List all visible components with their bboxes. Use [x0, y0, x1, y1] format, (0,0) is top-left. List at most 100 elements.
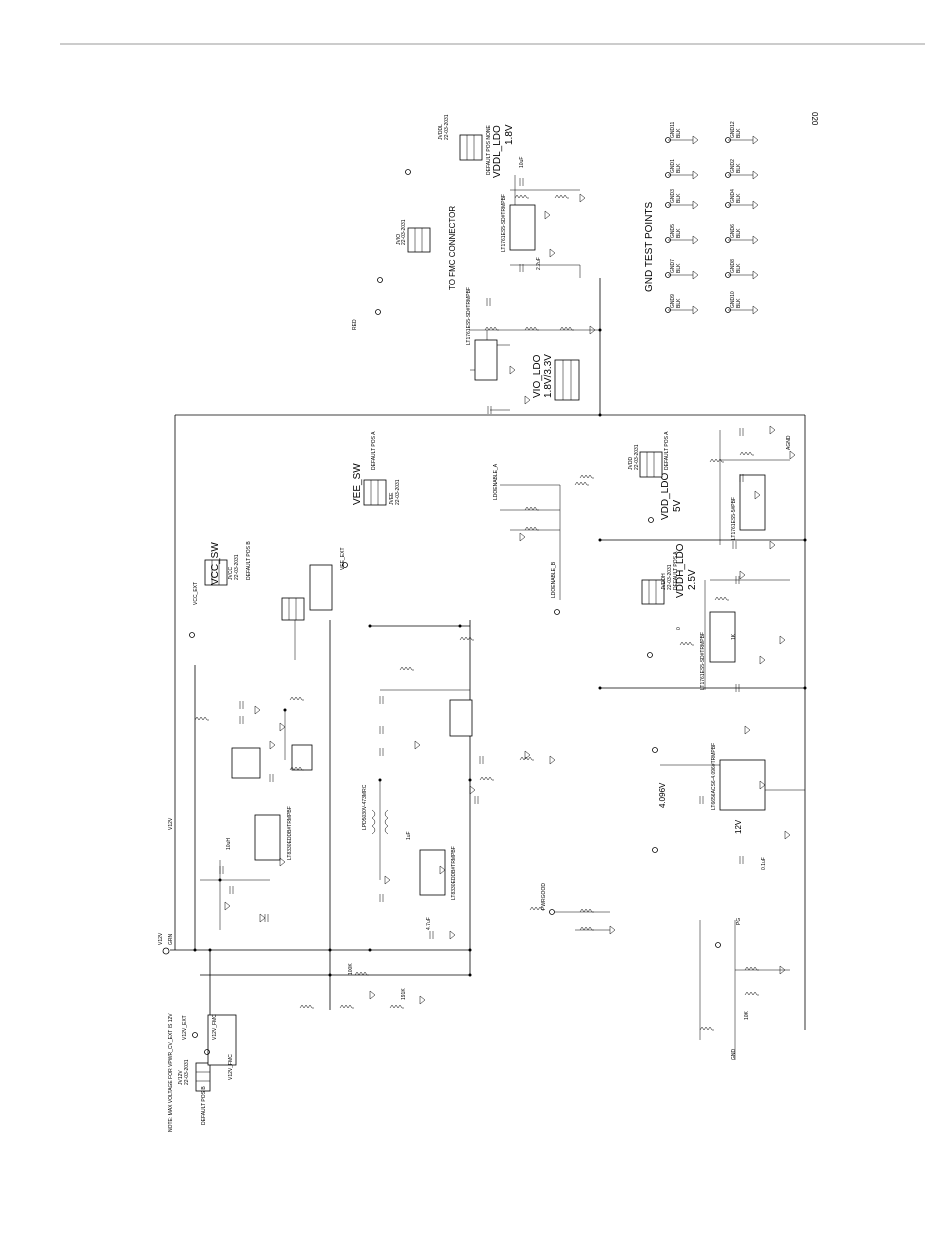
vio-jumper: JVIO: [396, 234, 402, 245]
resistor-symbol: [554, 194, 569, 199]
res-0-label: 0: [676, 627, 682, 630]
vcc-sw-title: VCC_SW: [210, 542, 221, 585]
resistor-symbol: [479, 776, 494, 781]
gnd-point-name: GND1: [670, 159, 676, 173]
gnd-point-color: BLK: [676, 298, 682, 308]
resistor-symbol: [714, 596, 729, 601]
capacitor-symbol: [486, 298, 491, 306]
junction-dot: [598, 538, 602, 542]
ground-symbol: [544, 210, 551, 220]
resistor-symbol: [399, 666, 414, 671]
capacitor-symbol: [239, 701, 244, 709]
vddl-ldo-subtitle: 1.8V: [504, 124, 515, 145]
vdd-header: JVDD 22-03-2031 DEFAULT POS A: [628, 431, 670, 478]
page-number: 020: [810, 112, 819, 126]
ground-symbol: [384, 875, 391, 885]
resistor-symbol: [459, 636, 474, 641]
vddl-ldo-ic: LT1761ES5-SD#TRMPBF: [501, 194, 507, 252]
vcc-sw-header: VCC_SW VCC_EXT JVCC 22-03-2031 DEFAULT P…: [193, 541, 252, 605]
boost-ic: LT8330EDDB#TRMPBF: [287, 806, 293, 860]
red-label: RED: [352, 319, 358, 330]
v12v-tp-label: V12V: [158, 932, 164, 945]
ground-symbol: [769, 540, 776, 550]
vio-ldo-block: LT1761ES5-SD#TRMPBF VIO_LDO 1.8V/3.3V: [466, 287, 600, 411]
capacitor-symbol: [699, 796, 704, 804]
capacitor-symbol: [379, 748, 384, 756]
ground-symbol: [779, 965, 786, 975]
test-point-symbol: [554, 609, 560, 615]
res-191k-label: 191K: [401, 988, 407, 1000]
ground-symbol: [789, 450, 796, 460]
vref-12v: 12V: [734, 819, 743, 834]
resistor-symbol: [524, 526, 539, 531]
resistor-symbol: [289, 766, 304, 771]
ground-symbol: [549, 248, 556, 258]
resistor-symbol: [679, 641, 694, 646]
vee-default: DEFAULT POS A: [371, 431, 377, 470]
vee-pn: 22-03-2031: [395, 479, 401, 505]
vdd-ldo-title: VDD_LDO: [660, 473, 671, 520]
gnd-point-color: BLK: [676, 193, 682, 203]
capacitor-symbol: [739, 856, 744, 864]
vddl-jumper: JVDDL: [438, 124, 444, 140]
vddl-pn: 22-03-2031: [444, 114, 450, 140]
vddh-jumper: JVDDH: [661, 573, 667, 590]
ground-symbol: [579, 193, 586, 203]
gnd-point-name: GND7: [670, 259, 676, 273]
ground-symbol: [439, 865, 446, 875]
ground-symbol: [739, 570, 746, 580]
resistor-symbol: [709, 458, 724, 463]
pwrgood-label: PWRGOOD: [541, 883, 547, 910]
vref-ic: LT6656ACS6-4.096#TRMPBF: [711, 743, 717, 810]
ground-symbol: [524, 750, 531, 760]
v12v-fmc-label: V12V_FMC: [212, 1014, 218, 1040]
vdd-default: DEFAULT POS A: [664, 431, 670, 470]
junction-dot: [208, 948, 212, 952]
vref-value: 4.096V: [658, 782, 667, 808]
ground-symbol: [449, 930, 456, 940]
v12v-rail-label: V12V: [168, 817, 174, 830]
vdd-ldo-subtitle: 5V: [672, 499, 683, 512]
capacitor-symbol: [379, 696, 384, 704]
resistor-symbol: [524, 506, 539, 511]
test-point-symbol: [405, 169, 411, 175]
ldo-enable-a: LDOENABLE_A: [493, 463, 499, 500]
pg-label: PG: [736, 918, 742, 925]
vio-pn: 22-03-2031: [401, 219, 407, 245]
vddh-ldo-block: LT1761ES5-SD#TRMPBF VDDH_LDO 2.5V: [675, 543, 790, 690]
ground-symbol: [509, 365, 516, 375]
capacitor-symbol: [519, 264, 524, 272]
vio-ldo-title: VIO_LDO: [532, 354, 543, 398]
ground-symbol: [779, 635, 786, 645]
capacitor-symbol: [487, 406, 492, 414]
vio-ldo-ic: LT1761ES5-SD#TRMPBF: [466, 287, 472, 345]
ground-symbol: [279, 722, 286, 732]
capacitor-symbol: [269, 774, 274, 782]
vddh-header: JVDDH 22-03-2031 DEFAULT POS A: [641, 551, 679, 605]
resistor-symbol: [519, 756, 534, 761]
vcc-jumper: JVCC: [228, 567, 234, 580]
v12v-ext-label: V12V_EXT: [182, 1015, 188, 1040]
ground-symbol: [759, 655, 766, 665]
ground-symbol: [524, 395, 531, 405]
capacitor-symbol: [474, 796, 479, 804]
resistor-symbol: [579, 474, 594, 479]
vddh-pn: 22-03-2031: [667, 564, 673, 590]
capacitor-symbol: [479, 756, 484, 764]
vddl-ldo-block: LT1761ES5-SD#TRMPBF VDDL_LDO 1.8V: [492, 124, 581, 278]
gnd-point-color: BLK: [676, 163, 682, 173]
ground-symbol: [279, 857, 286, 867]
gnd-point-name: GND5: [670, 224, 676, 238]
junction-dot: [468, 973, 472, 977]
capacitor-symbol: [219, 866, 224, 874]
vee-ext-label: VEE_EXT: [340, 547, 346, 570]
junction-dot: [803, 538, 807, 542]
